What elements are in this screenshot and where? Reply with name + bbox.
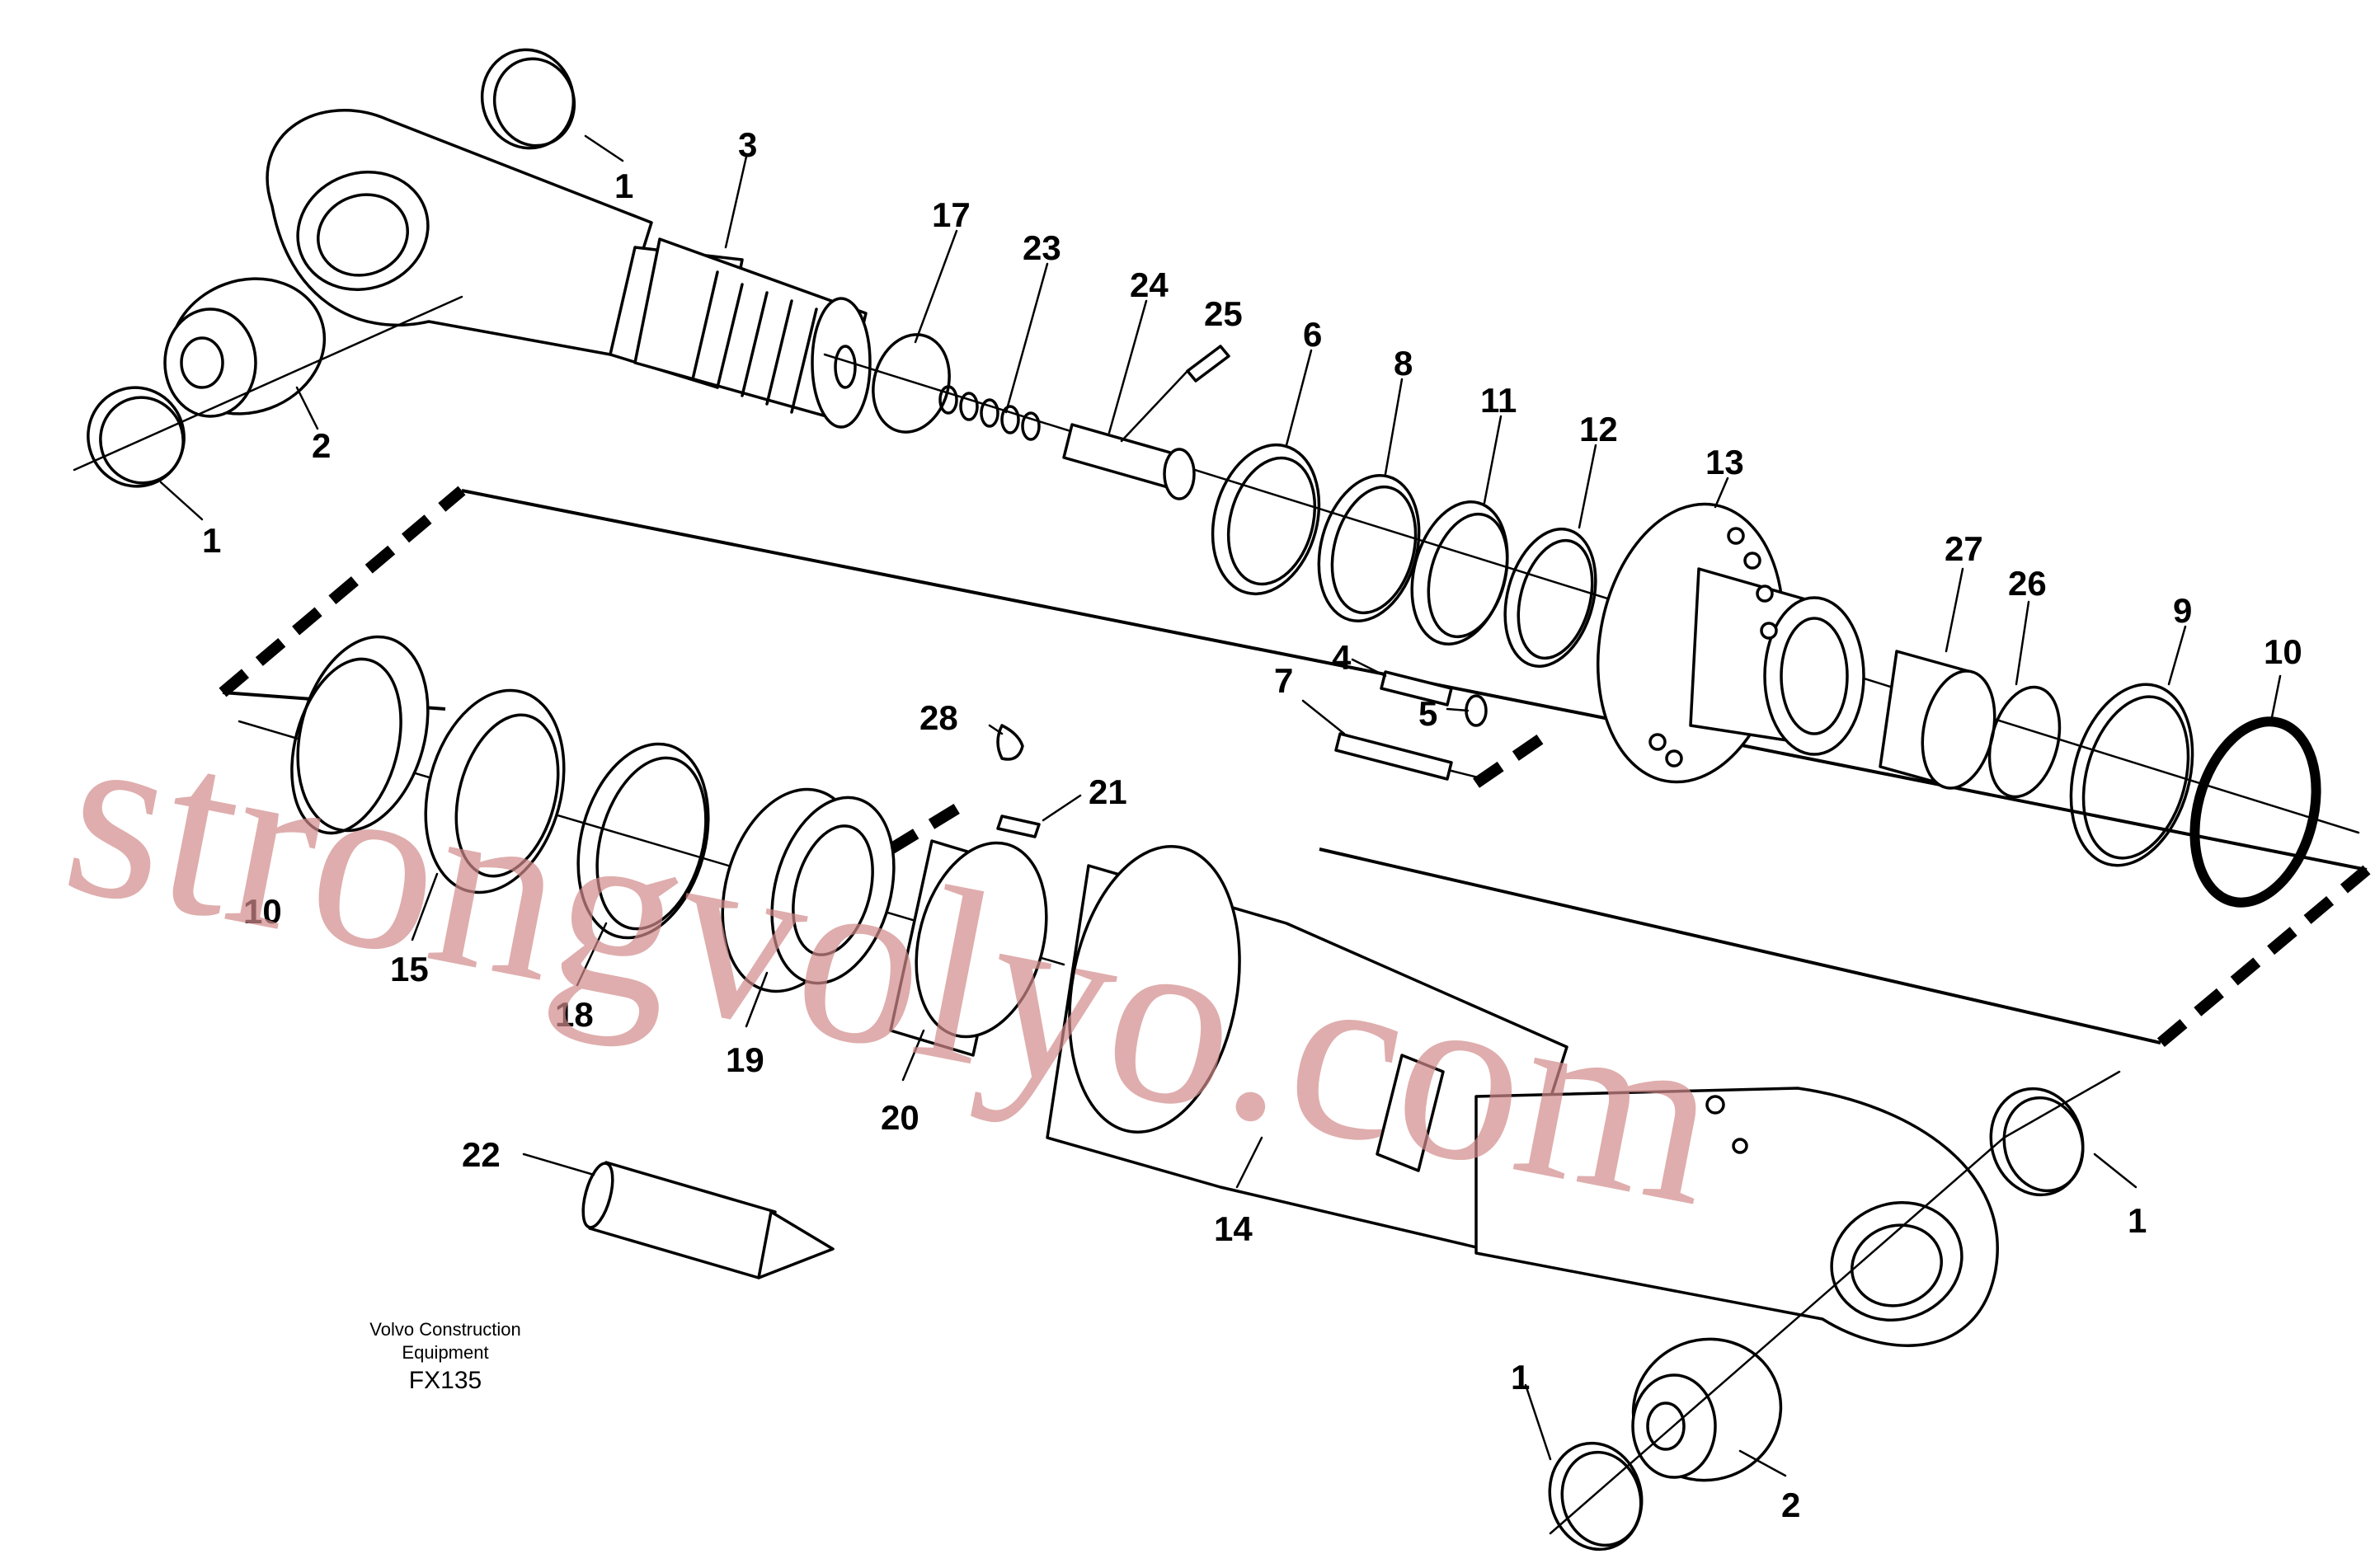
check-valve-24-head [1163, 448, 1196, 500]
callout-17: 17 [932, 195, 971, 234]
callout-2-bottom: 2 [1781, 1486, 1800, 1524]
callout-20: 20 [881, 1098, 919, 1137]
rod-eye [266, 109, 653, 356]
bolt-4 [1380, 670, 1453, 707]
callout-24: 24 [1130, 265, 1169, 304]
bolt-7-axis [1450, 769, 1486, 781]
circlip-1-bottom-a [1548, 1441, 1644, 1552]
publisher-footer: Volvo Construction Equipment FX135 [369, 1319, 520, 1394]
callout-21: 21 [1089, 772, 1127, 811]
callout-11: 11 [1480, 381, 1517, 420]
bolt-7 [1334, 732, 1453, 781]
bushing-27 [1879, 650, 1996, 790]
callout-25: 25 [1204, 294, 1243, 333]
guide-ring-18 [576, 742, 710, 940]
callout-7: 7 [1274, 661, 1293, 700]
callout-1-bottom-b: 1 [2128, 1201, 2147, 1240]
spherical-bearing-2-bottom [1631, 1337, 1783, 1482]
set-screw-21 [996, 815, 1041, 838]
ring-10 [2189, 716, 2321, 908]
callout-10-top: 10 [2264, 632, 2302, 671]
assembly-frame-dashed-border-3 [887, 799, 968, 854]
ring-6 [1211, 443, 1321, 596]
pin-25 [1186, 345, 1230, 383]
o-ring-17 [872, 333, 951, 434]
mounting-tool-22 [581, 1161, 835, 1279]
piston-19 [721, 787, 896, 993]
callout-15: 15 [390, 950, 429, 988]
callout-22: 22 [462, 1135, 501, 1174]
callout-8: 8 [1394, 344, 1413, 383]
assembly-frame-dashed-border [219, 486, 466, 697]
callout-1-bottom-a: 1 [1511, 1358, 1530, 1397]
callout-labels: 1 3 2 1 17 23 24 25 6 8 11 12 13 27 26 9… [202, 125, 2302, 1524]
callout-18: 18 [555, 995, 594, 1034]
watermark: strongvolyo.com [47, 670, 1738, 1258]
circlip-1-top-b [87, 386, 186, 488]
footer-line-1: Volvo Construction [369, 1319, 520, 1340]
spring-washer-stack-23 [938, 385, 1041, 441]
callout-leader-lines [159, 134, 2282, 1477]
callout-28: 28 [919, 698, 958, 737]
ring-16 [290, 635, 430, 835]
figure-code: FX135 [409, 1367, 482, 1394]
callout-10-bottom: 10 [243, 892, 282, 931]
spherical-bearing-2-top [163, 277, 327, 418]
ring-12 [1503, 528, 1597, 668]
cylinder-head-13 [1596, 502, 1865, 784]
bushing-20 [889, 839, 1048, 1057]
callout-2-top: 2 [312, 426, 331, 465]
ring-11 [1410, 500, 1509, 646]
bottom-eye-axis-line [1549, 1070, 2121, 1535]
callout-19: 19 [726, 1040, 764, 1079]
grease-nipple-28 [996, 724, 1024, 761]
callout-13: 13 [1705, 443, 1744, 481]
cylinder-bottom-eye [1474, 1087, 1999, 1347]
callout-14: 14 [1214, 1209, 1253, 1248]
callout-6: 6 [1303, 315, 1322, 354]
callout-23: 23 [1023, 228, 1061, 267]
circlip-1-bottom-b [1989, 1087, 2085, 1197]
piston-rod-part-3 [609, 237, 872, 429]
pin-25-line [1120, 369, 1189, 443]
callout-5: 5 [1418, 694, 1437, 733]
callout-1-top-a: 1 [614, 167, 633, 205]
callout-9: 9 [2173, 591, 2192, 630]
cylinder-tube-14 [1046, 845, 1568, 1255]
circlip-1-top-a [480, 48, 576, 150]
callout-3: 3 [738, 125, 757, 164]
callout-1-top-b: 1 [202, 521, 221, 560]
ring-26 [1987, 685, 2062, 799]
callout-12: 12 [1579, 410, 1618, 448]
assembly-frame-dashed-border-4 [1473, 733, 1545, 788]
piston-seal-15 [424, 688, 566, 894]
callout-4: 4 [1332, 638, 1352, 677]
footer-line-2: Equipment [402, 1342, 488, 1363]
callout-27: 27 [1945, 529, 1983, 568]
ring-9 [2069, 683, 2194, 867]
callout-26: 26 [2008, 564, 2047, 603]
washer-5 [1465, 694, 1488, 727]
